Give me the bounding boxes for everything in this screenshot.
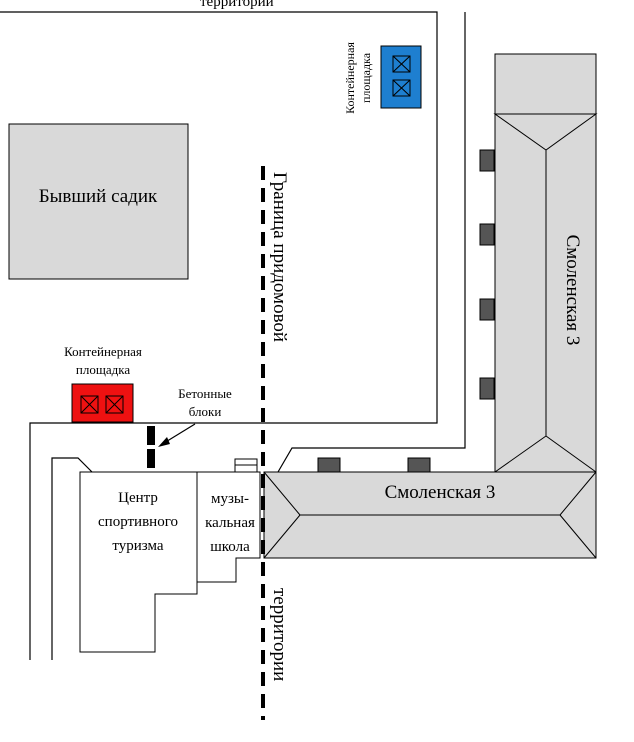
container-site-left-label-1: Контейнерная bbox=[64, 344, 142, 359]
container-site-top bbox=[380, 45, 422, 109]
concrete-blocks-label-1: Бетонные bbox=[178, 386, 232, 401]
container-site-left bbox=[71, 383, 134, 423]
vertical-entrances bbox=[479, 149, 495, 400]
container-site-top-label-1: Контейнерная bbox=[343, 42, 357, 114]
boundary-label-top: Граница придомовой bbox=[269, 172, 290, 342]
former-kindergarten-building bbox=[8, 123, 189, 280]
container-left-bins bbox=[80, 395, 124, 414]
concrete-blocks-label-2: блоки bbox=[189, 404, 222, 419]
road-lines bbox=[0, 11, 466, 660]
container-site-top-label-2: площадка bbox=[359, 52, 373, 103]
building-horizontal-label: Смоленская 3 bbox=[385, 482, 496, 503]
music-school-label-3: школа bbox=[210, 539, 250, 555]
music-school-label-2: кальная bbox=[205, 515, 255, 531]
horizontal-entrances bbox=[317, 457, 431, 473]
music-school-building bbox=[196, 471, 261, 583]
tourism-center-label-1: Центр bbox=[118, 490, 158, 506]
tourism-center-label-2: спортивного bbox=[98, 514, 178, 530]
music-school-label-1: музы- bbox=[211, 491, 249, 507]
music-school-entrance bbox=[234, 458, 258, 473]
top-cut-label: территории bbox=[200, 0, 274, 10]
concrete-blocks-arrow bbox=[158, 423, 196, 447]
building-vertical-label: Смоленская 3 bbox=[562, 235, 583, 346]
former-kindergarten-label: Бывший садик bbox=[39, 186, 158, 207]
concrete-blocks bbox=[147, 426, 155, 468]
container-site-left-label-2: площадка bbox=[76, 362, 130, 377]
tourism-center-label-3: туризма bbox=[112, 538, 163, 554]
container-top-bins bbox=[392, 55, 411, 97]
boundary-label-bottom: территории bbox=[269, 588, 290, 681]
building-horizontal bbox=[263, 471, 597, 559]
building-vertical bbox=[493, 53, 598, 473]
